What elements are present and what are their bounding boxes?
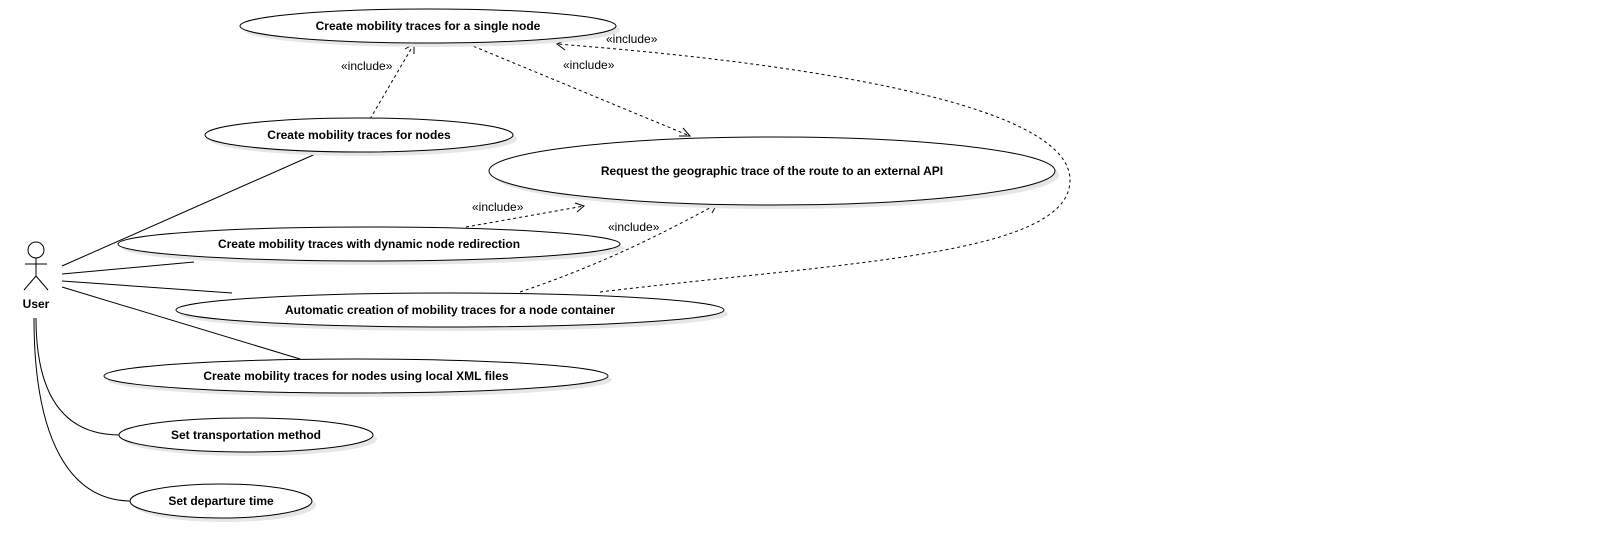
use-case-local-xml[interactable]: Create mobility traces for nodes using l…: [103, 358, 612, 397]
use-case-ellipse: [129, 483, 313, 519]
assoc-node-container: [61, 280, 233, 294]
dep-single-to-api: [467, 43, 691, 137]
dep-container-to-api: [519, 203, 718, 293]
use-case-label: Automatic creation of mobility traces fo…: [285, 303, 615, 317]
dep-container-to-single: [556, 43, 1071, 293]
use-case-label: Request the geographic trace of the rout…: [601, 164, 943, 178]
dep-label-nodes-to-single: «include»: [341, 59, 393, 73]
dep-redirection-to-api: [465, 205, 585, 228]
use-case-ellipse: [204, 117, 514, 153]
dep-label-container-to-api: «include»: [608, 220, 660, 234]
actor-left-leg: [23, 275, 37, 291]
use-case-ellipse: [117, 226, 621, 262]
assoc-dynamic-redirection: [61, 261, 195, 275]
use-case-nodes[interactable]: Create mobility traces for nodes: [204, 117, 517, 156]
use-case-label: Set transportation method: [171, 428, 321, 442]
use-case-ellipse: [488, 136, 1056, 206]
use-case-dynamic-redirection[interactable]: Create mobility traces with dynamic node…: [117, 226, 624, 265]
assoc-local-xml: [61, 286, 301, 360]
actor-label: User: [23, 297, 50, 311]
actor-right-leg: [35, 275, 49, 291]
associations: [33, 151, 321, 502]
use-case-ellipse: [103, 358, 609, 394]
dep-label-single-to-api: «include»: [563, 58, 615, 72]
use-case-transportation[interactable]: Set transportation method: [118, 417, 377, 456]
use-case-label: Create mobility traces for nodes using l…: [203, 369, 509, 383]
arrow-head: [574, 202, 585, 213]
use-case-ellipse: [118, 417, 374, 453]
dep-label-container-to-single: «include»: [606, 32, 658, 46]
use-case-label: Create mobility traces for nodes: [267, 128, 451, 142]
use-case-ellipse: [175, 292, 725, 328]
use-case-request-api[interactable]: Request the geographic trace of the rout…: [488, 136, 1059, 209]
use-case-node-container[interactable]: Automatic creation of mobility traces fo…: [175, 292, 728, 331]
dep-label-redirection-to-api: «include»: [472, 200, 524, 214]
use-case-label: Create mobility traces with dynamic node…: [218, 237, 520, 251]
use-case-ellipse: [239, 8, 617, 44]
use-case-label: Set departure time: [168, 494, 274, 508]
assoc-transportation: [35, 317, 121, 436]
use-case-departure[interactable]: Set departure time: [129, 483, 316, 522]
actor-user[interactable]: User: [23, 241, 50, 311]
actor-head: [27, 241, 45, 259]
assoc-nodes: [61, 151, 321, 267]
arrow-head: [679, 127, 692, 137]
dep-nodes-to-single: [369, 43, 415, 120]
assoc-departure: [33, 317, 131, 502]
use-case-single-node[interactable]: Create mobility traces for a single node: [239, 8, 620, 47]
use-case-label: Create mobility traces for a single node: [316, 19, 541, 33]
